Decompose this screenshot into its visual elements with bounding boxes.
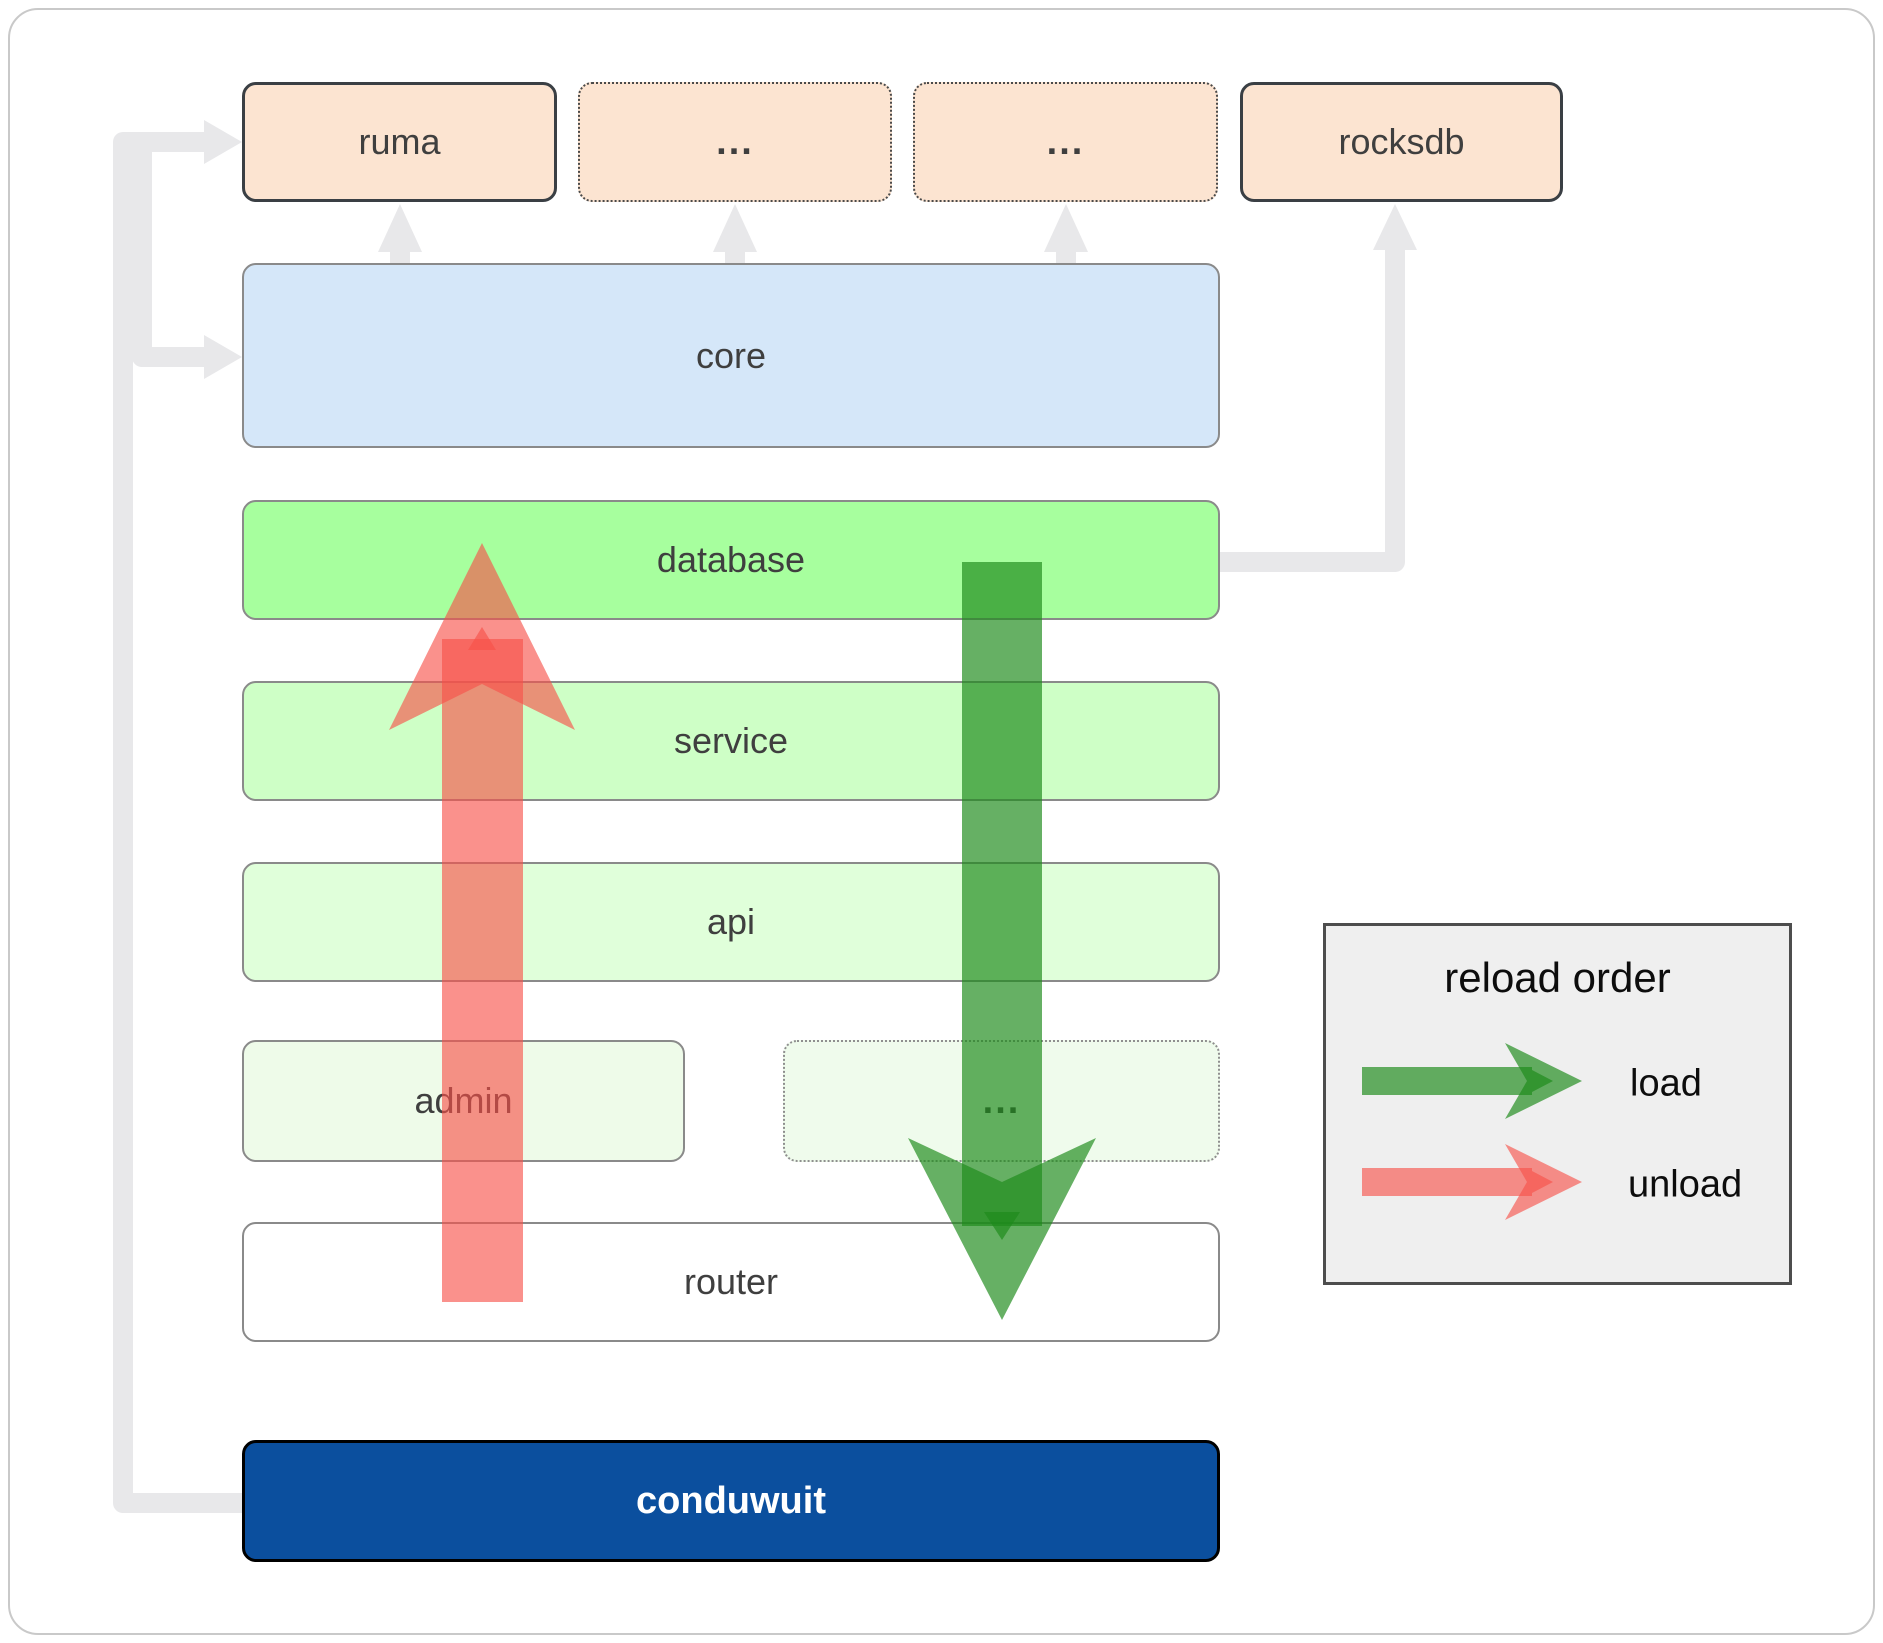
node-ellipsis-1: ... [578,82,892,202]
node-ruma: ruma [242,82,557,202]
legend-box: reload order load unload [1323,923,1792,1285]
outer-border [8,8,1875,1635]
node-ellipsis-3: ... [783,1040,1220,1162]
node-core: core [242,263,1220,448]
node-ruma-label: ruma [358,121,441,162]
node-admin: admin [242,1040,685,1162]
node-rocksdb: rocksdb [1240,82,1563,202]
node-router: router [242,1222,1220,1342]
legend-title: reload order [1444,954,1671,1001]
node-database: database [242,500,1220,620]
node-conduwuit: conduwuit [242,1440,1220,1562]
node-api-label: api [706,901,756,942]
node-admin-label: admin [414,1080,513,1121]
node-ellipsis-3-label: ... [982,1079,1021,1122]
node-service: service [242,681,1220,801]
node-conduwuit-label: conduwuit [636,1479,826,1522]
node-database-label: database [656,539,806,580]
node-core-label: core [695,334,767,376]
node-rocksdb-label: rocksdb [1338,121,1465,162]
legend-load-label: load [1630,1062,1702,1105]
node-ellipsis-2: ... [913,82,1218,202]
node-router-label: router [683,1261,779,1302]
node-service-label: service [673,720,789,761]
legend-unload-label: unload [1628,1163,1743,1206]
node-ellipsis-1-label: ... [716,120,754,163]
node-ellipsis-2-label: ... [1046,120,1085,163]
node-api: api [242,862,1220,982]
